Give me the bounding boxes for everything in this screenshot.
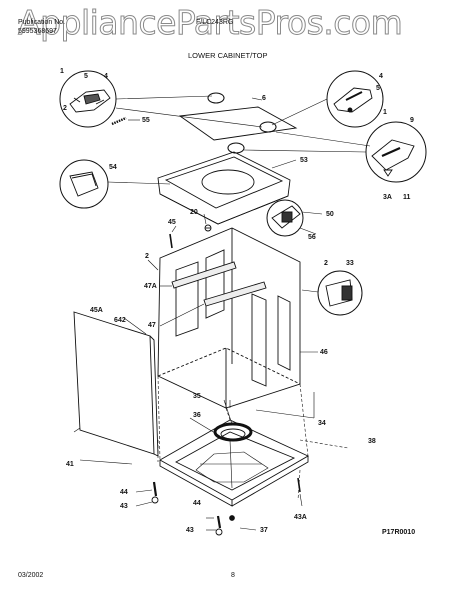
callout-56: 56 <box>308 234 316 241</box>
top-frame <box>157 151 291 225</box>
callout-44-mid: 44 <box>193 500 201 507</box>
callout-4-left: 4 <box>104 73 108 80</box>
figure-code: P17R0010 <box>382 529 416 536</box>
detail-circle-right-hinge <box>365 121 427 183</box>
callout-50: 50 <box>326 211 334 218</box>
page-number: 8 <box>231 572 235 579</box>
cabinet-body <box>157 227 301 409</box>
callout-35: 35 <box>193 393 201 400</box>
publication-label: Publication No. <box>18 19 66 26</box>
callout-5-right: 5 <box>376 85 380 92</box>
callout-6-front: 6 <box>114 317 118 324</box>
detail-circle-left-hopper <box>59 159 109 209</box>
publication-number: 5995368697 <box>18 28 57 35</box>
callout-5-left: 5 <box>84 73 88 80</box>
footer-date: 03/2002 <box>18 572 44 579</box>
callout-1-right: 1 <box>383 109 387 116</box>
callout-42: 42 <box>118 317 126 324</box>
callout-43A: 43A <box>294 514 307 521</box>
callout-20: 20 <box>190 209 198 216</box>
section-title: LOWER CABINET/TOP <box>188 51 268 60</box>
watermark: AppliancePartsPros.com <box>17 3 403 43</box>
callout-45: 45 <box>168 219 176 226</box>
callout-33: 33 <box>346 260 354 267</box>
callout-37: 37 <box>260 527 268 534</box>
callout-2-right: 2 <box>324 260 328 267</box>
detail-circle-right-bracket <box>266 199 304 237</box>
callout-43-left: 43 <box>120 503 128 510</box>
detail-circle-right-latch <box>317 270 363 316</box>
callout-4-right: 4 <box>379 73 383 80</box>
leader-lines <box>73 97 323 531</box>
callout-55: 55 <box>142 117 150 124</box>
detail-circle-top-right <box>326 70 384 128</box>
callout-47A: 47A <box>144 283 157 290</box>
callout-45A: 45A <box>90 307 103 314</box>
front-panel <box>73 311 159 457</box>
detail-circle-top-left <box>59 70 117 128</box>
callout-47: 47 <box>148 322 156 329</box>
callout-6: 6 <box>262 95 266 102</box>
leveling-feet <box>151 477 301 536</box>
callout-41: 41 <box>66 461 74 468</box>
spring-part <box>111 116 127 126</box>
callout-38: 38 <box>368 438 376 445</box>
screw-45 <box>169 233 173 249</box>
callout-11: 11 <box>403 194 411 201</box>
callout-43-mid: 43 <box>186 527 194 534</box>
callout-2-left: 2 <box>63 105 67 112</box>
callout-1-left: 1 <box>60 68 64 75</box>
callout-9: 9 <box>410 117 414 124</box>
callout-34: 34 <box>318 420 326 427</box>
callout-3A: 3A <box>383 194 392 201</box>
callout-2-mid: 2 <box>145 253 149 260</box>
callout-53: 53 <box>300 157 308 164</box>
model-number: F/LC243RG <box>196 19 234 26</box>
base-assembly <box>159 419 309 507</box>
callout-44-left: 44 <box>120 489 128 496</box>
callout-36: 36 <box>193 412 201 419</box>
callout-54: 54 <box>109 164 117 171</box>
callout-46: 46 <box>320 349 328 356</box>
screw-20 <box>204 224 212 232</box>
top-lid-panel <box>178 92 298 154</box>
